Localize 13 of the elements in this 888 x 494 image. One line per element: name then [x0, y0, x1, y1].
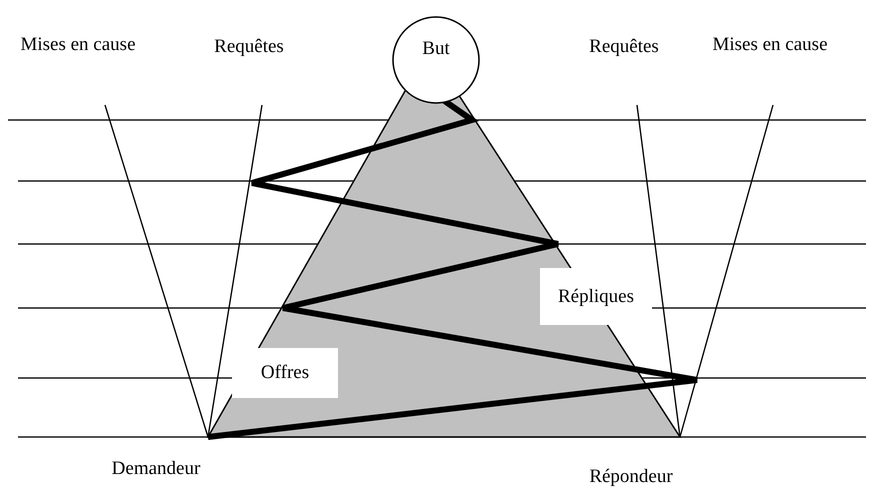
- goal-label: But: [421, 38, 451, 60]
- text-label: Mises en cause: [700, 34, 840, 58]
- text-label: Requêtes: [578, 36, 670, 60]
- text-label: Répondeur: [578, 466, 684, 490]
- text-label: Offres: [232, 348, 338, 398]
- leader-line: [207, 104, 263, 438]
- leader-line: [636, 104, 681, 438]
- text-label: Répliques: [540, 268, 652, 325]
- text-label: Requêtes: [203, 36, 295, 60]
- text-label: Mises en cause: [8, 34, 148, 58]
- text-label: Demandeur: [94, 458, 218, 482]
- leader-line: [104, 104, 209, 438]
- leader-line: [679, 104, 774, 438]
